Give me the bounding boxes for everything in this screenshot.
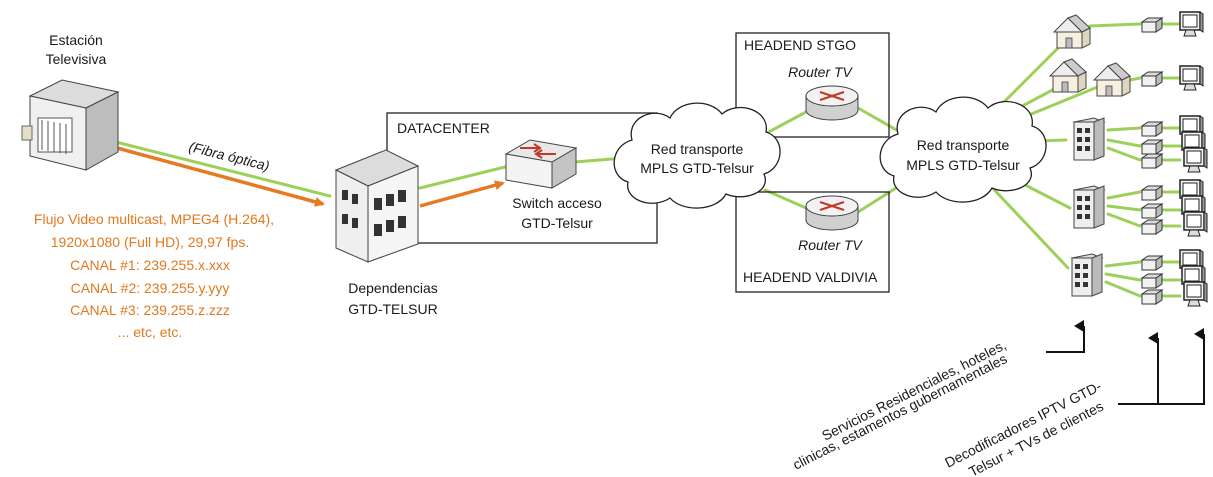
decoder-icon <box>1141 219 1163 235</box>
stream-info-line: CANAL #3: 239.255.z.zzz <box>70 302 230 318</box>
decoder-icon <box>1141 289 1163 305</box>
router-stgo-icon <box>805 85 859 121</box>
building-icon <box>1073 117 1105 161</box>
cloudL-routerStgo-link <box>763 110 808 136</box>
dep-switch-stream-arrow <box>419 180 505 208</box>
decoder-icon <box>1141 17 1163 33</box>
headend-stgo-label: HEADEND STGO <box>744 37 856 53</box>
decoders-arrow <box>1118 328 1205 405</box>
mpls-cloud-right <box>879 96 1047 203</box>
tv-icon <box>1183 147 1208 173</box>
datacenter-label: DATACENTER <box>397 120 490 136</box>
routerValdivia-cloudR-link <box>856 186 898 214</box>
cloud-left-label-line2: MPLS GTD-Telsur <box>640 160 754 176</box>
multicast-stream-arrow <box>109 144 325 207</box>
decoder-icon <box>1141 273 1163 289</box>
stream-info-line: Flujo Video multicast, MPEG4 (H.264), <box>34 211 274 227</box>
dependencias-label-line1: Dependencias <box>348 280 438 296</box>
decoder-icon <box>1141 185 1163 201</box>
tv-icon <box>1179 11 1204 37</box>
cloud-right-label-line2: MPLS GTD-Telsur <box>906 157 1020 173</box>
routerStgo-cloudR-link <box>856 106 902 134</box>
station-label-line2: Televisiva <box>46 51 107 67</box>
services-arrow <box>1046 320 1085 353</box>
cloud-right-label-line1: Red transporte <box>917 137 1010 153</box>
decoder-icon <box>1141 121 1163 137</box>
house-icon <box>1053 14 1091 49</box>
tv-icon <box>1183 281 1208 307</box>
switch-label-line1: Switch acceso <box>512 195 602 211</box>
decoder-icon <box>1141 71 1163 87</box>
tv-icon <box>1179 65 1204 91</box>
decoder-icon <box>1141 153 1163 169</box>
stream-info-line: CANAL #1: 239.255.x.xxx <box>70 257 230 273</box>
router-valdivia-label: Router TV <box>798 237 863 253</box>
dep-switch-link <box>418 165 507 190</box>
stream-info-line: 1920x1080 (Full HD), 29,97 fps. <box>51 234 249 250</box>
tv-icon <box>1183 211 1208 237</box>
switch-icon <box>504 139 578 189</box>
dependencias-label-line2: GTD-TELSUR <box>348 301 437 317</box>
mpls-cloud-left <box>613 102 781 209</box>
building-icon <box>1071 253 1103 297</box>
headend-valdivia-box <box>735 191 890 293</box>
fiber-link <box>106 138 332 198</box>
stream-info: Flujo Video multicast, MPEG4 (H.264), 19… <box>34 211 274 340</box>
building-icon <box>1073 185 1105 229</box>
decoder-icon <box>1141 203 1163 219</box>
cloud-left-label-line1: Red transporte <box>651 141 744 157</box>
dependencias-building-icon <box>334 149 420 263</box>
station-label-line1: Estación <box>49 32 103 48</box>
decoder-icon <box>1141 139 1163 155</box>
house-icon <box>1049 58 1087 93</box>
cloudL-routerValdivia-link <box>763 188 808 210</box>
house-icon <box>1093 62 1131 97</box>
annotation-services-line1: Servicios Residenciales, hoteles, <box>819 337 1009 444</box>
stream-info-line: ... etc, etc. <box>118 324 183 340</box>
router-valdivia-icon <box>805 195 859 231</box>
fiber-label: (Fibra óptica) <box>187 138 271 173</box>
decoder-icon <box>1141 255 1163 271</box>
tv-station-server-icon <box>21 79 120 171</box>
router-stgo-label: Router TV <box>788 64 853 80</box>
stream-info-line: CANAL #2: 239.255.y.yyy <box>71 280 230 296</box>
headend-stgo-box <box>735 32 890 138</box>
headend-valdivia-label: HEADEND VALDIVIA <box>743 269 878 285</box>
switch-label-line2: GTD-Telsur <box>521 215 593 231</box>
